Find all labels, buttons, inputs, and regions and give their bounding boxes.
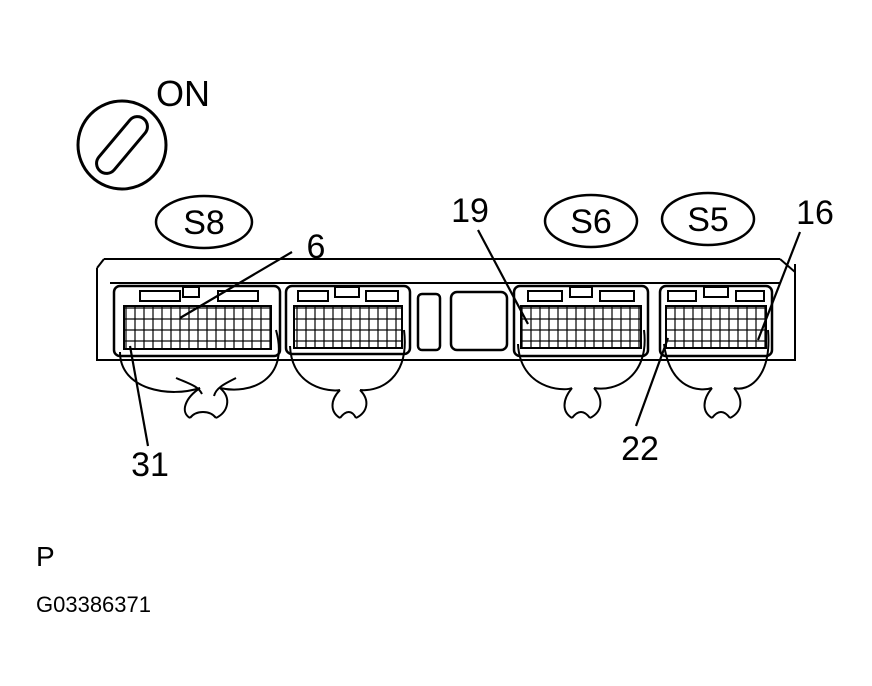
wire-harness-s7 [289,329,406,419]
wire-harness-s8 [119,329,280,419]
ignition-on-label: ON [156,73,210,114]
pin-number-16: 16 [796,194,834,232]
pin-number-22: 22 [621,430,659,468]
connector-s8-text: S8 [183,204,225,242]
wire-harness-s6 [517,329,646,419]
ignition-key-icon [76,99,168,191]
ecu-housing [96,258,796,361]
wire-harness-s5 [663,329,770,419]
ecu-window-small [416,292,442,352]
pin-number-19: 19 [451,192,489,230]
connector-label-s6: S6 [543,193,639,249]
connector-label-s8: S8 [154,194,254,250]
figure-letter: P [36,541,55,572]
connector-s6-body [512,284,650,358]
figure-code: G03386371 [36,592,151,617]
connector-s7-body [284,284,412,356]
pin-number-31: 31 [131,446,169,484]
ecu-window-large [449,290,509,352]
connector-s5-text: S5 [687,201,729,239]
connector-s6-text: S6 [570,203,612,241]
connector-s8-body [112,284,282,358]
connector-s5-body [658,284,774,358]
connector-label-s5: S5 [660,191,756,247]
pin-number-6: 6 [307,228,326,266]
pin-leader-lines [128,229,802,447]
